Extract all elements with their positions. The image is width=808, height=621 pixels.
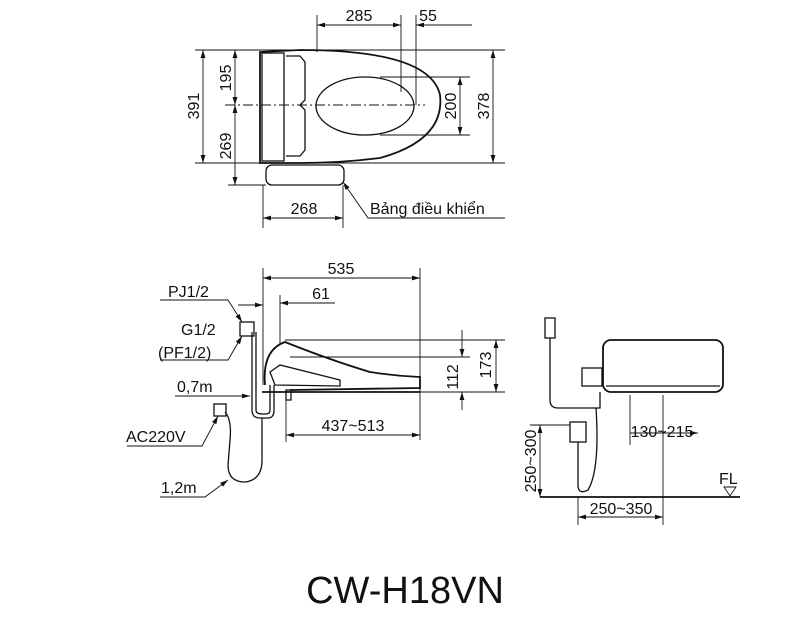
back-hose bbox=[549, 338, 601, 409]
pj-label: PJ1/2 bbox=[168, 284, 209, 301]
dim-535: 535 bbox=[328, 261, 355, 278]
side-view: 535 61 PJ1/2 G1/2 (PF1/2) 0,7m AC220V 1,… bbox=[126, 261, 505, 498]
cord-length-label: 1,2m bbox=[161, 480, 197, 497]
seat-hinge-cover bbox=[261, 52, 285, 162]
power-label: AC220V bbox=[126, 429, 186, 446]
dim-285: 285 bbox=[346, 8, 373, 25]
power-cord bbox=[224, 411, 263, 483]
dim-268: 268 bbox=[291, 201, 318, 218]
dim-378: 378 bbox=[476, 93, 493, 120]
seat-opening bbox=[315, 76, 415, 136]
floor-level-label: FL bbox=[719, 471, 738, 488]
hinge-detail bbox=[286, 55, 306, 157]
seat-outline bbox=[259, 49, 442, 164]
dim-250-350: 250~350 bbox=[590, 501, 653, 518]
floor-level-marker bbox=[723, 486, 737, 497]
dim-173: 173 bbox=[478, 352, 495, 379]
dim-112: 112 bbox=[445, 364, 462, 390]
control-panel-label: Bảng điều khiển bbox=[370, 200, 485, 218]
dim-391: 391 bbox=[186, 93, 203, 120]
seat-back-body bbox=[602, 339, 724, 393]
water-hose bbox=[251, 332, 275, 419]
hose-length-label: 0,7m bbox=[177, 379, 213, 396]
dim-250-300: 250~300 bbox=[523, 430, 540, 493]
dim-130-215: 130~215 bbox=[631, 424, 694, 441]
dim-200: 200 bbox=[443, 93, 460, 120]
wall-outlet bbox=[569, 421, 587, 443]
pf-label: (PF1/2) bbox=[158, 345, 211, 362]
seat-side-outline bbox=[263, 341, 421, 391]
dim-61: 61 bbox=[312, 286, 330, 303]
g-label: G1/2 bbox=[181, 322, 216, 339]
back-view: 250~300 130~215 250~350 FL bbox=[523, 317, 740, 525]
model-title: CW-H18VN bbox=[306, 570, 504, 612]
dim-195: 195 bbox=[218, 65, 235, 92]
top-view: 285 55 391 195 269 200 378 268 Bảng điều… bbox=[186, 8, 505, 228]
control-panel bbox=[265, 164, 345, 186]
dim-55: 55 bbox=[419, 8, 437, 25]
dim-437-513: 437~513 bbox=[322, 418, 385, 435]
dim-269: 269 bbox=[218, 133, 235, 160]
